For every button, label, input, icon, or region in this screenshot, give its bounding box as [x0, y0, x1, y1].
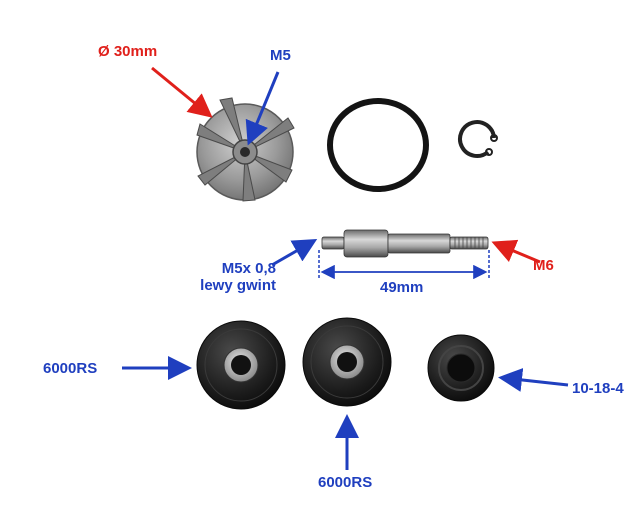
- seal-size-label: 10-18-4: [572, 380, 624, 397]
- seal-size-arrow: [498, 368, 569, 392]
- impeller-diameter-label: Ø 30mm: [98, 43, 158, 60]
- circlip: [458, 120, 498, 158]
- oil-seal: [427, 334, 495, 402]
- bearing-left-label: 6000RS: [43, 360, 98, 377]
- shaft-length-dimension: [318, 250, 490, 280]
- shaft-right-thread-label: M6: [533, 257, 554, 274]
- shaft-left-thread-label: M5x 0,8 lewy gwint: [176, 260, 276, 294]
- bearing-left: [196, 320, 286, 410]
- pump-shaft: [321, 229, 489, 258]
- shaft-right-thread-arrow: [491, 239, 541, 264]
- o-ring: [327, 98, 429, 192]
- impeller: [196, 97, 295, 202]
- bearing-center: [302, 317, 392, 407]
- shaft-left-thread-line1: M5x 0,8: [221, 260, 276, 277]
- impeller-thread-label: M5: [270, 47, 291, 64]
- shaft-left-thread-line2: lewy gwint: [200, 277, 276, 294]
- impeller-thread-arrow: [245, 71, 280, 146]
- shaft-length-label: 49mm: [380, 279, 424, 296]
- impeller-diameter-arrow: [151, 66, 213, 118]
- bearing-center-label: 6000RS: [318, 474, 373, 491]
- shaft-left-thread-arrow: [271, 239, 318, 267]
